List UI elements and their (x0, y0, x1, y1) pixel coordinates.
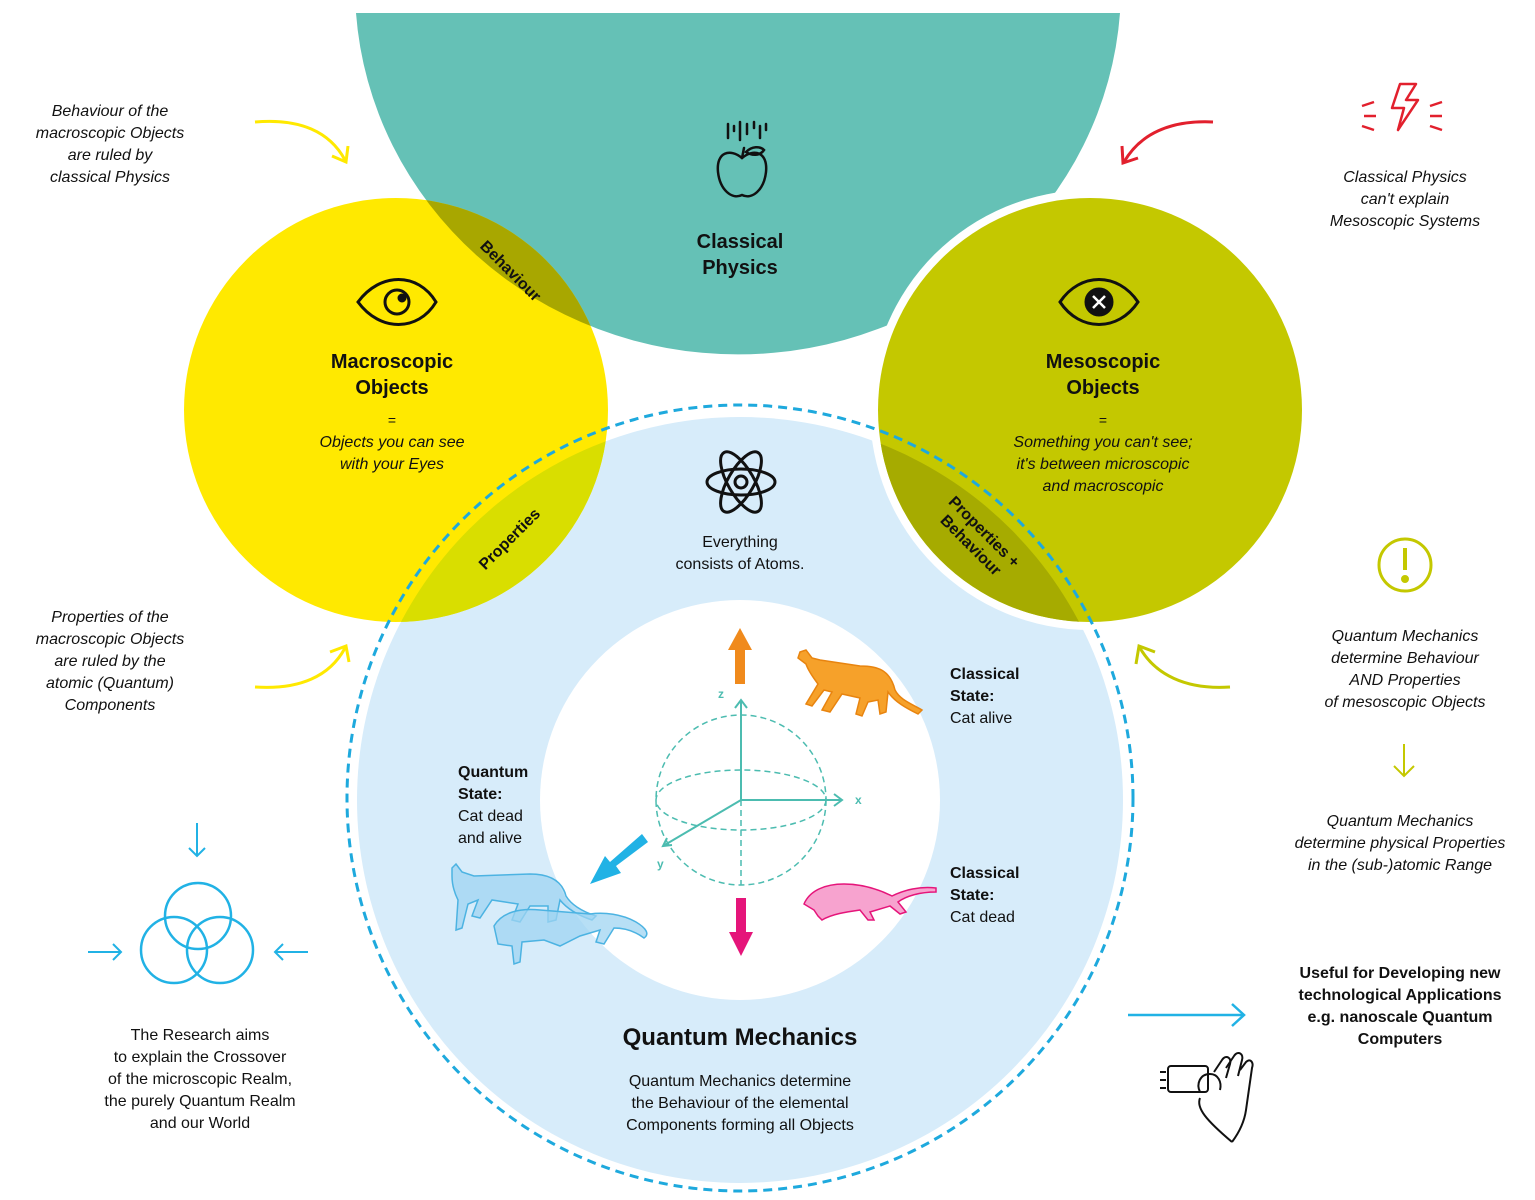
cat-alive-icon (797, 649, 924, 717)
left-note-top: Behaviour of the macroscopic Objects are… (35, 103, 185, 186)
arrow-left-top (254, 119, 347, 161)
classical-dead-label: Classical State: (950, 865, 1020, 904)
arrow-right-middle (1138, 647, 1231, 689)
overlap-properties (357, 417, 608, 622)
right-note-top: Classical Physics can't explain Mesoscop… (1329, 169, 1481, 230)
atom-icon (705, 450, 777, 514)
quantum-title: Quantum Mechanics (622, 1024, 858, 1051)
overlap-properties-behaviour (878, 417, 1123, 622)
cat-dead-icon (803, 883, 937, 921)
mesoscopic-description: Something you can't see; it's between mi… (1013, 434, 1193, 495)
right-note-lower: Quantum Mechanics determine physical Pro… (1294, 813, 1506, 874)
quantum-description: Quantum Mechanics determine the Behaviou… (626, 1073, 854, 1134)
right-note-bottom: Useful for Developing new technological … (1298, 965, 1502, 1048)
arrow-down-olive (1393, 744, 1415, 778)
cyan-arrow-diagonal (590, 834, 648, 884)
lightning-icon (1361, 82, 1443, 132)
quantum-dashed-ring (345, 403, 1135, 1193)
axis-label-y: y (657, 857, 664, 871)
bloch-sphere (655, 698, 844, 886)
orange-arrow-up (728, 628, 752, 684)
left-note-middle: Properties of the macroscopic Objects ar… (35, 609, 185, 714)
crossed-eye-icon (1058, 278, 1140, 326)
right-note-middle: Quantum Mechanics determine Behaviour AN… (1324, 628, 1486, 711)
mesoscopic-equals: = (1098, 412, 1108, 428)
mesoscopic-title: Mesoscopic Objects (1045, 351, 1161, 399)
magenta-arrow-down (729, 898, 753, 956)
macroscopic-description: Objects you can see with your Eyes (319, 434, 465, 473)
apple-icon (716, 120, 768, 198)
axis-label-x: x (855, 793, 862, 807)
macroscopic-equals: = (387, 412, 397, 428)
cat-superposition-icon (451, 862, 648, 966)
axis-label-z: z (718, 687, 724, 701)
macroscopic-title: Macroscopic Objects (330, 351, 454, 399)
venn-icon (139, 881, 255, 985)
classical-alive-label: Classical State: (950, 666, 1020, 705)
venn-arrows (88, 823, 308, 961)
classical-alive-value: Cat alive (950, 710, 1013, 727)
left-note-bottom: The Research aims to explain the Crossov… (104, 1027, 296, 1132)
quantum-state-value: Cat dead and alive (458, 808, 523, 847)
eye-icon (356, 278, 438, 326)
quantum-state-label: Quantum State: (458, 764, 529, 803)
hand-chip-icon (1160, 1052, 1254, 1143)
exclamation-icon (1377, 537, 1433, 593)
classical-physics-title: Classical Physics (696, 231, 784, 279)
arrow-right-top (1122, 120, 1214, 163)
arrow-left-middle (254, 647, 347, 689)
arrow-applications (1128, 1003, 1246, 1027)
atoms-text: Everything consists of Atoms. (675, 534, 805, 573)
classical-dead-value: Cat dead (950, 909, 1015, 926)
